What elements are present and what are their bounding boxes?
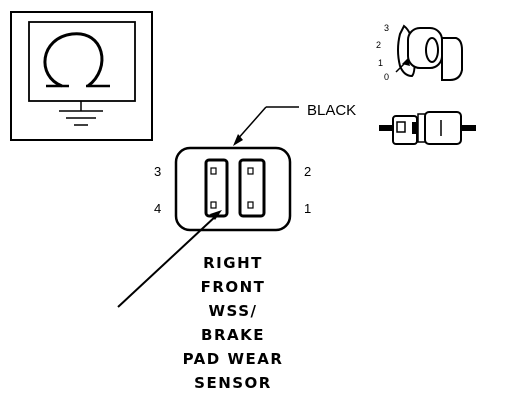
pin-1-terminal xyxy=(247,201,254,209)
component-name-line-4: BRAKE xyxy=(201,326,265,344)
pin-3-terminal xyxy=(210,167,217,175)
key-position-2: 2 xyxy=(376,40,381,50)
connector-color-callout: BLACK xyxy=(233,102,356,146)
ground-symbol-icon xyxy=(10,11,153,141)
pin-4-terminal xyxy=(210,201,217,209)
key-position-1: 1 xyxy=(378,58,383,68)
key-position-0: 0 xyxy=(384,72,389,82)
component-name-line-6: SENSOR xyxy=(194,374,272,392)
component-name: RIGHT FRONT WSS/ BRAKE PAD WEAR SENSOR xyxy=(183,254,284,392)
component-name-line-2: FRONT xyxy=(201,278,266,296)
pin-label-2: 2 xyxy=(304,164,311,179)
connector-color-label: BLACK xyxy=(307,102,356,119)
component-name-line-1: RIGHT xyxy=(203,254,263,272)
connector-pair-icon xyxy=(379,111,476,145)
pin-2-terminal xyxy=(247,167,254,175)
key-position-3: 3 xyxy=(384,23,389,33)
connector-face xyxy=(174,146,292,232)
pin-label-3: 3 xyxy=(154,164,161,179)
pin-label-1: 1 xyxy=(304,201,311,216)
key-position-labels: 0 1 2 3 xyxy=(376,23,389,82)
pin-label-4: 4 xyxy=(154,201,161,216)
component-leader-arrow xyxy=(117,210,222,308)
component-name-line-5: PAD WEAR xyxy=(183,350,284,368)
component-name-line-3: WSS/ xyxy=(209,302,258,320)
ignition-key-icon xyxy=(395,24,463,81)
